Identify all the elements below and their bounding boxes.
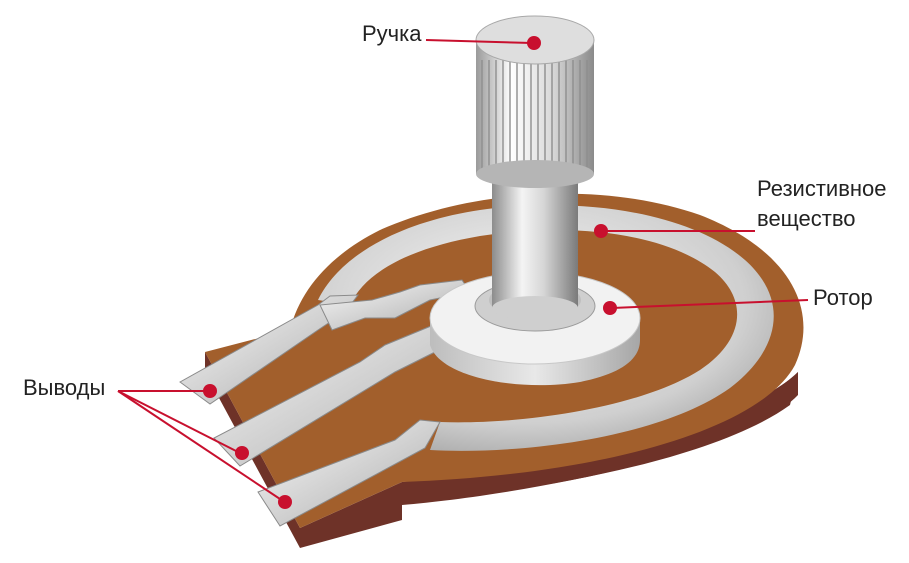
- label-terminals: Выводы: [23, 375, 105, 400]
- terminals: [179, 279, 476, 527]
- label-rotor: Ротор: [813, 285, 873, 310]
- leader-knob: [425, 39, 533, 44]
- shaft-body: [492, 168, 578, 308]
- shaft: [474, 168, 596, 332]
- terminal-3: [257, 419, 441, 527]
- label-knob: Ручка: [362, 21, 422, 46]
- shaft-bottom: [492, 296, 578, 320]
- dot-knob: [527, 36, 541, 50]
- leader-terminal-2: [117, 390, 241, 454]
- knob-bottom: [476, 160, 594, 188]
- label-resistive-line1: Резистивное: [757, 176, 887, 201]
- knob-knurling: [481, 60, 588, 170]
- dot-terminal-3: [278, 495, 292, 509]
- dot-resistive: [594, 224, 608, 238]
- knob: [475, 15, 595, 188]
- label-resistive-line2: вещество: [757, 206, 856, 231]
- dot-rotor: [603, 301, 617, 315]
- callouts: Ручка Резистивное вещество Ротор Выводы: [23, 21, 887, 509]
- dot-terminal-1: [203, 384, 217, 398]
- leader-terminal-3: [117, 390, 284, 502]
- dot-terminal-2: [235, 446, 249, 460]
- leader-rotor: [611, 299, 809, 309]
